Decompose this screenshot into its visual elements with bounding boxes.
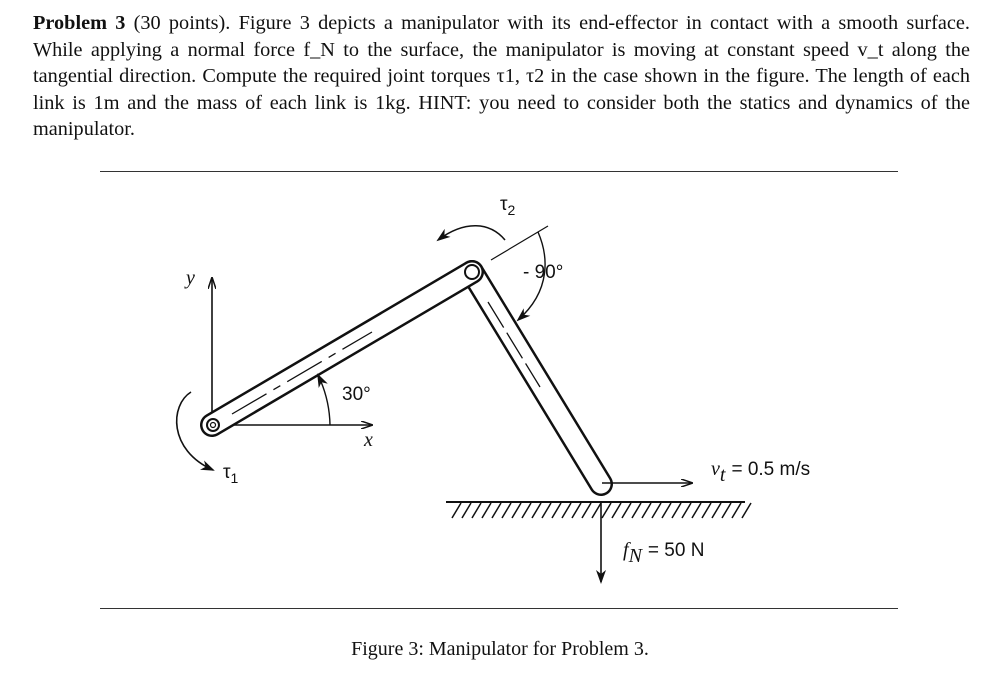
figure-caption: Figure 3: Manipulator for Problem 3. <box>351 638 649 660</box>
angle2-label: - 90° <box>523 262 563 283</box>
ground-hatch <box>711 502 722 519</box>
angle1-label: 30° <box>342 384 371 405</box>
ground-hatch <box>631 502 642 519</box>
x-axis-label: x <box>363 429 373 451</box>
top-rule <box>100 171 898 173</box>
ground-hatch <box>721 502 732 519</box>
tau1-arrow <box>175 391 215 471</box>
ground-hatch <box>731 502 742 519</box>
ground-hatch <box>741 502 752 519</box>
ground-hatch <box>611 502 622 519</box>
ground-hatch <box>531 502 542 519</box>
ground-hatch <box>661 502 672 519</box>
ground-hatch <box>671 502 682 519</box>
normal-force-label: fN= 50 N <box>623 539 704 567</box>
ground-hatch <box>501 502 512 519</box>
elbow-joint <box>464 264 480 280</box>
bottom-rule <box>100 608 898 610</box>
ground-hatch <box>461 502 472 519</box>
angle1-arc <box>317 373 331 426</box>
ground-hatch <box>701 502 712 519</box>
problem-body: Figure 3 depicts a manipulator with its … <box>33 12 971 140</box>
velocity-label: vt= 0.5 m/s <box>711 458 810 486</box>
ground-surface <box>446 501 752 519</box>
problem-points: (30 points). <box>133 12 231 34</box>
tau2-label: τ2 <box>500 194 516 218</box>
ground-hatch <box>551 502 562 519</box>
ground-hatch <box>451 502 462 519</box>
problem-statement: Problem 3 (30 points). Figure 3 depicts … <box>33 10 970 143</box>
ground-hatch <box>521 502 532 519</box>
ground-hatch <box>581 502 592 519</box>
ground-hatch <box>621 502 632 519</box>
tau1-label: τ1 <box>223 462 239 486</box>
ground-hatch <box>561 502 572 519</box>
ground-hatch <box>681 502 692 519</box>
ground-hatch <box>601 502 612 519</box>
ground-hatch <box>651 502 662 519</box>
ground-hatch <box>471 502 482 519</box>
ground-hatch <box>511 502 522 519</box>
angle2-arc <box>516 231 546 322</box>
ground-hatch <box>641 502 652 519</box>
ground-hatch <box>491 502 502 519</box>
problem-title: Problem 3 <box>33 12 126 34</box>
ground-hatch <box>591 502 602 519</box>
ground-hatch <box>691 502 702 519</box>
tau2-arrow <box>436 224 506 242</box>
ground-hatch <box>541 502 552 519</box>
y-axis-label: y <box>184 267 195 289</box>
ground-hatch <box>481 502 492 519</box>
ground-hatch <box>571 502 582 519</box>
